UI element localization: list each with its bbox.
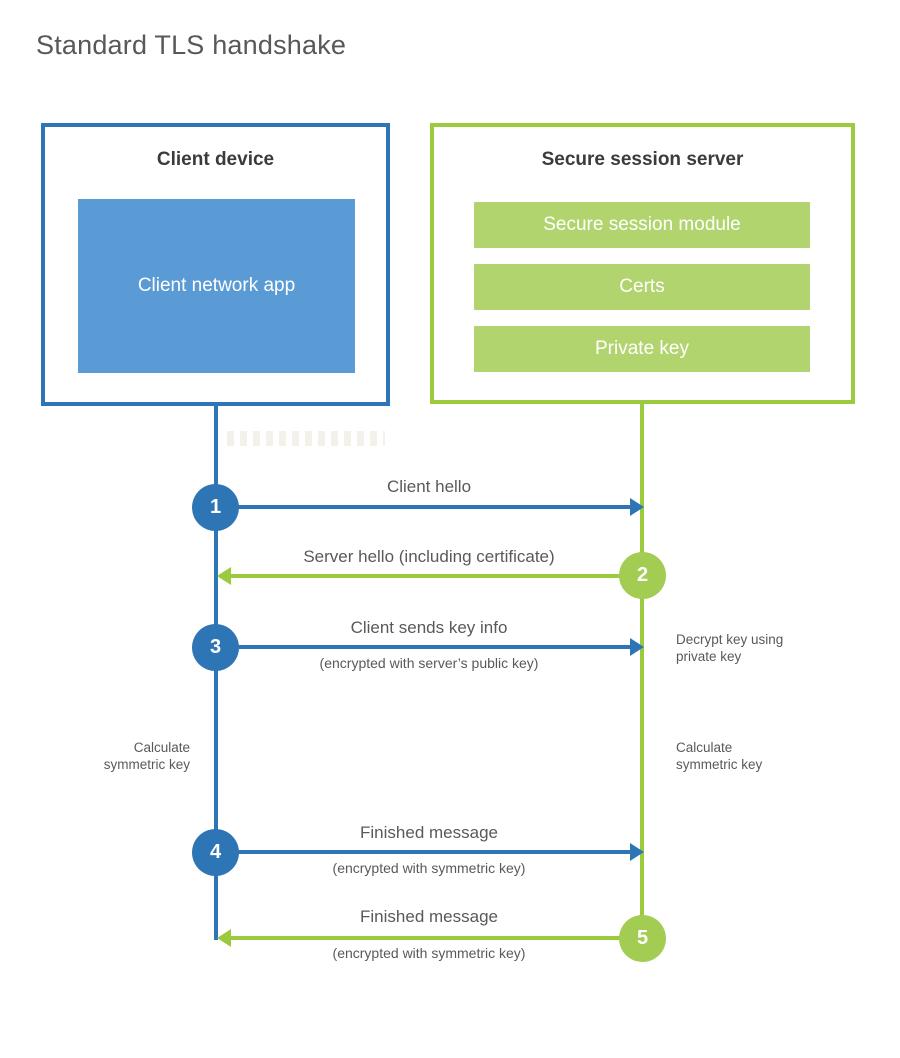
step-5-label: Finished message: [360, 907, 498, 926]
step-5-arrow-line: [228, 936, 642, 940]
step-3-arrowhead-icon: [630, 638, 644, 656]
step-1-circle: 1: [192, 484, 239, 531]
step-1-number: 1: [209, 496, 222, 518]
server-lifeline: [640, 404, 644, 938]
server-module-label: Private key: [595, 338, 689, 359]
note-calculate-symmetric-key-client: Calculate symmetric key: [103, 740, 190, 772]
step-4-circle: 4: [192, 829, 239, 876]
client-lifeline: [214, 406, 218, 940]
server-module-secure-session-module: Secure session module: [474, 202, 810, 248]
step-1-arrowhead-icon: [630, 498, 644, 516]
step-3-label: Client sends key info: [350, 618, 508, 637]
step-3-number: 3: [209, 636, 222, 658]
step-2-arrow-line: [228, 574, 642, 578]
step-4-sublabel: (encrypted with symmetric key): [332, 860, 526, 876]
client-network-app-box: Client network app: [78, 199, 355, 373]
step-5-number: 5: [636, 927, 649, 949]
client-network-app-label: Client network app: [137, 275, 296, 296]
step-3-circle: 3: [192, 624, 239, 671]
step-2-number: 2: [636, 564, 649, 586]
step-1-arrow-line: [215, 505, 632, 509]
faded-watermark: [227, 431, 385, 446]
step-3-sublabel: (encrypted with server’s public key): [319, 655, 539, 671]
server-module-private-key: Private key: [474, 326, 810, 372]
step-3-arrow-line: [215, 645, 632, 649]
secure-session-server-title: Secure session server: [541, 149, 744, 170]
step-4-arrowhead-icon: [630, 843, 644, 861]
step-5-sublabel: (encrypted with symmetric key): [332, 945, 526, 961]
step-2-label: Server hello (including certificate): [303, 547, 555, 566]
step-2-arrowhead-icon: [217, 567, 231, 585]
note-decrypt-key: Decrypt key using private key: [676, 632, 784, 664]
step-5-circle: 5: [619, 915, 666, 962]
step-1-label: Client hello: [386, 477, 472, 496]
step-4-arrow-line: [215, 850, 632, 854]
server-module-label: Certs: [619, 276, 665, 297]
server-module-certs: Certs: [474, 264, 810, 310]
client-device-title: Client device: [156, 149, 275, 170]
step-2-circle: 2: [619, 552, 666, 599]
step-4-number: 4: [209, 841, 222, 863]
note-calculate-symmetric-key-server: Calculate symmetric key: [676, 740, 763, 772]
step-5-arrowhead-icon: [217, 929, 231, 947]
page-title: Standard TLS handshake: [36, 30, 347, 60]
server-module-label: Secure session module: [543, 214, 741, 235]
step-4-label: Finished message: [360, 823, 498, 842]
